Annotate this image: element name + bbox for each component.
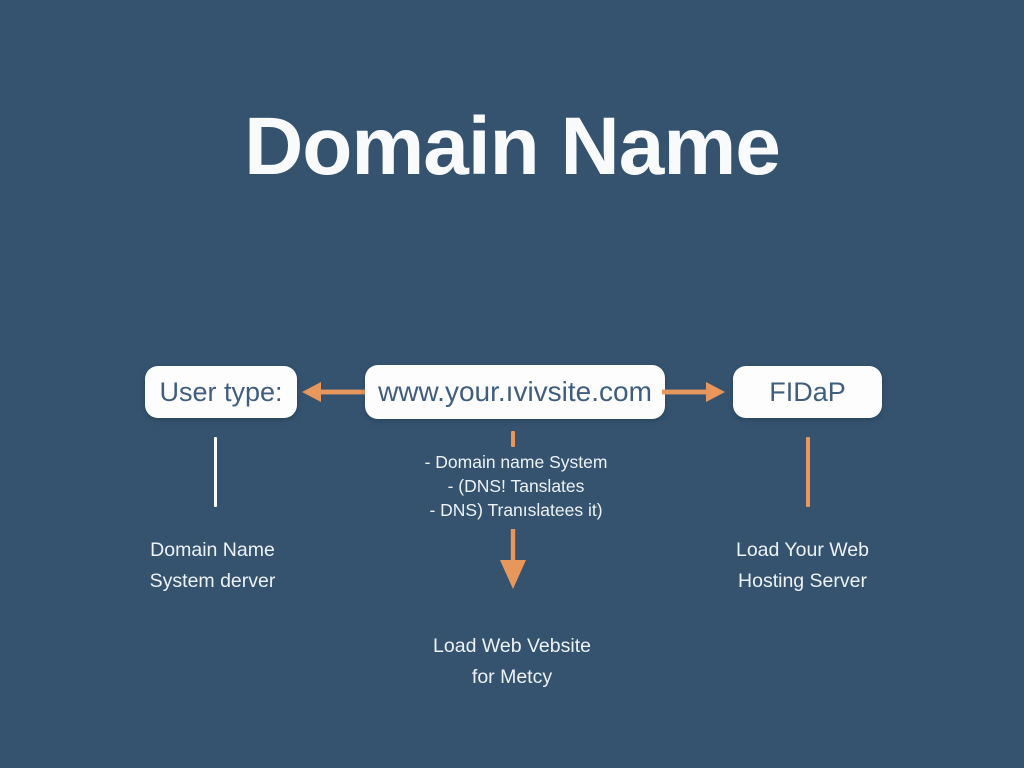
bottom-caption-line-2: for Metcy [471,666,553,688]
bottom-caption-line-1: Load Web Vebsite [433,635,591,657]
hosting-box: FIDaP [733,366,882,418]
connector-dash-center [511,431,515,447]
bottom-caption: Load Web Vebsite for Metcy [402,631,622,693]
arrow-left-icon [302,382,365,402]
dns-notes: - Domain name System - (DNS! Tanslates -… [371,450,661,522]
dns-note-line-1: - Domain name System [424,452,608,472]
page-title: Domain Name [244,101,781,192]
dns-note-line-3: - DNS) Tranıslatees it) [429,500,603,520]
domain-url-label: www.your.ıvivsite.com [378,376,652,407]
left-caption-line-2: System derver [149,570,276,592]
arrow-down-icon [500,529,526,589]
user-type-box: User type: [145,366,297,418]
right-caption: Load Your Web Hosting Server [695,535,910,597]
right-caption-line-2: Hosting Server [738,570,867,592]
hosting-label: FIDaP [769,376,846,407]
user-type-label: User type: [159,376,283,407]
connector-line-right [806,437,810,507]
connector-line-left [214,437,217,507]
left-caption-line-1: Domain Name [150,539,275,561]
left-caption: Domain Name System derver [105,535,320,597]
dns-note-line-2: - (DNS! Tanslates [447,476,585,496]
arrow-right-icon [662,382,725,402]
right-caption-line-1: Load Your Web [735,539,869,561]
domain-url-box: www.your.ıvivsite.com [365,365,665,419]
